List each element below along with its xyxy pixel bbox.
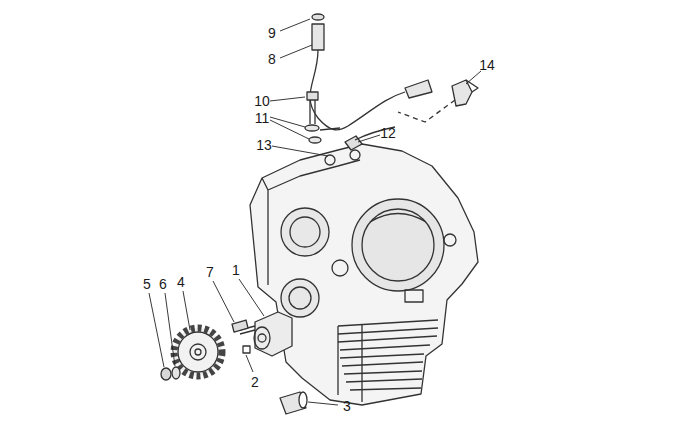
callout-number: 6 xyxy=(159,276,167,292)
leader-lines xyxy=(149,19,481,405)
callout-number: 2 xyxy=(251,374,259,390)
callout-number: 4 xyxy=(177,274,185,290)
callout-number: 10 xyxy=(254,93,270,109)
callout-number: 11 xyxy=(255,110,270,126)
callout-number: 9 xyxy=(268,25,276,41)
callout-number: 7 xyxy=(206,264,214,280)
callout-number: 14 xyxy=(479,57,495,73)
callout-number: 8 xyxy=(268,51,276,67)
callout-number: 12 xyxy=(380,125,396,141)
callout-number: 13 xyxy=(256,137,272,153)
callout-number: 5 xyxy=(143,276,151,292)
callout-number: 1 xyxy=(232,262,240,278)
callout-number: 3 xyxy=(343,398,351,414)
